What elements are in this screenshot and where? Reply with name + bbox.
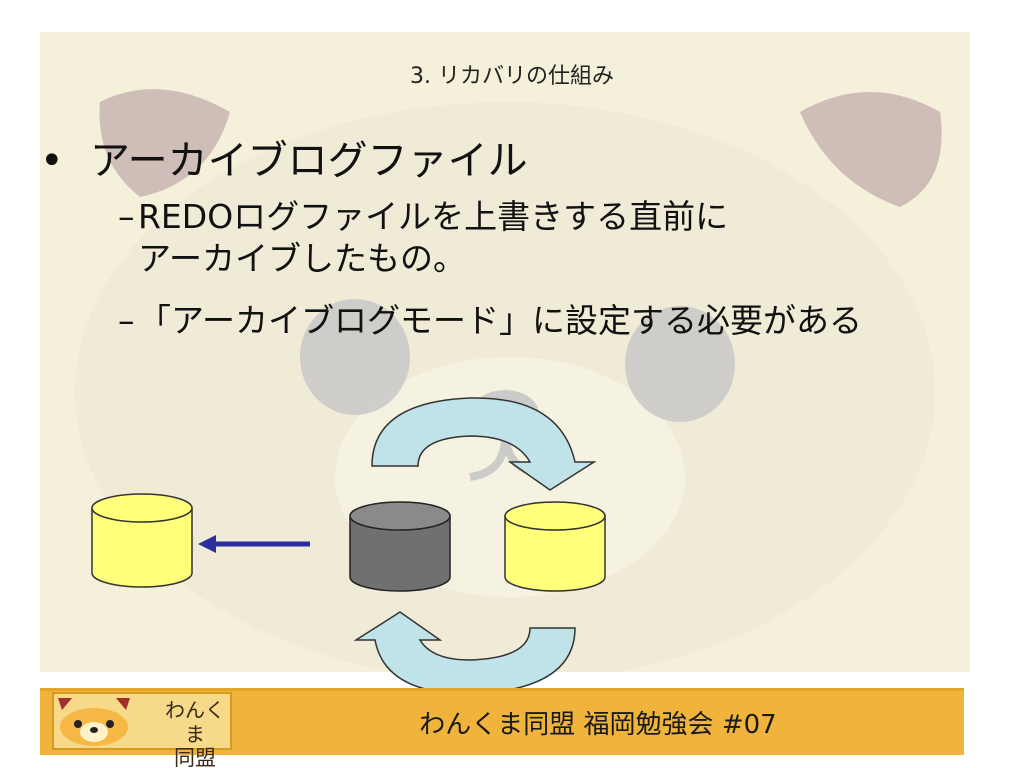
footer-logo-text: わんくま 同盟 (162, 698, 228, 768)
bear-nose (471, 390, 539, 438)
bear-ear-left (99, 89, 230, 197)
footer-logo-line2: 同盟 (174, 746, 216, 768)
bullet-main-text: アーカイブログファイル (90, 138, 528, 184)
sub-bullet-1: –REDOログファイルを上書きする直前に (118, 196, 728, 238)
bullet-main: • アーカイブログファイル (40, 128, 528, 186)
sub-bullet-1-line2: アーカイブしたもの。 (138, 239, 467, 278)
sub-bullet-1-line1: REDOログファイルを上書きする直前に (138, 197, 729, 236)
slide-title: 3. リカバリの仕組み (410, 64, 614, 89)
footer-logo: わんくま 同盟 (52, 692, 232, 768)
bear-logo-icon (58, 698, 130, 746)
bullet-dot: • (40, 138, 64, 184)
sub-dash: – (118, 301, 135, 340)
sub-dash: – (118, 197, 135, 236)
sub-bullet-2: –「アーカイブログモード」に設定する必要がある (118, 300, 862, 342)
bear-eye-left (300, 299, 410, 415)
bear-eye-right (625, 306, 735, 422)
footer-text: わんくま同盟 福岡勉強会 #07 (419, 710, 777, 740)
bear-ear-right (800, 92, 942, 207)
footer-logo-line1: わんくま (165, 698, 225, 746)
sub-bullet-2-line1: 「アーカイブログモード」に設定する必要がある (138, 301, 863, 340)
